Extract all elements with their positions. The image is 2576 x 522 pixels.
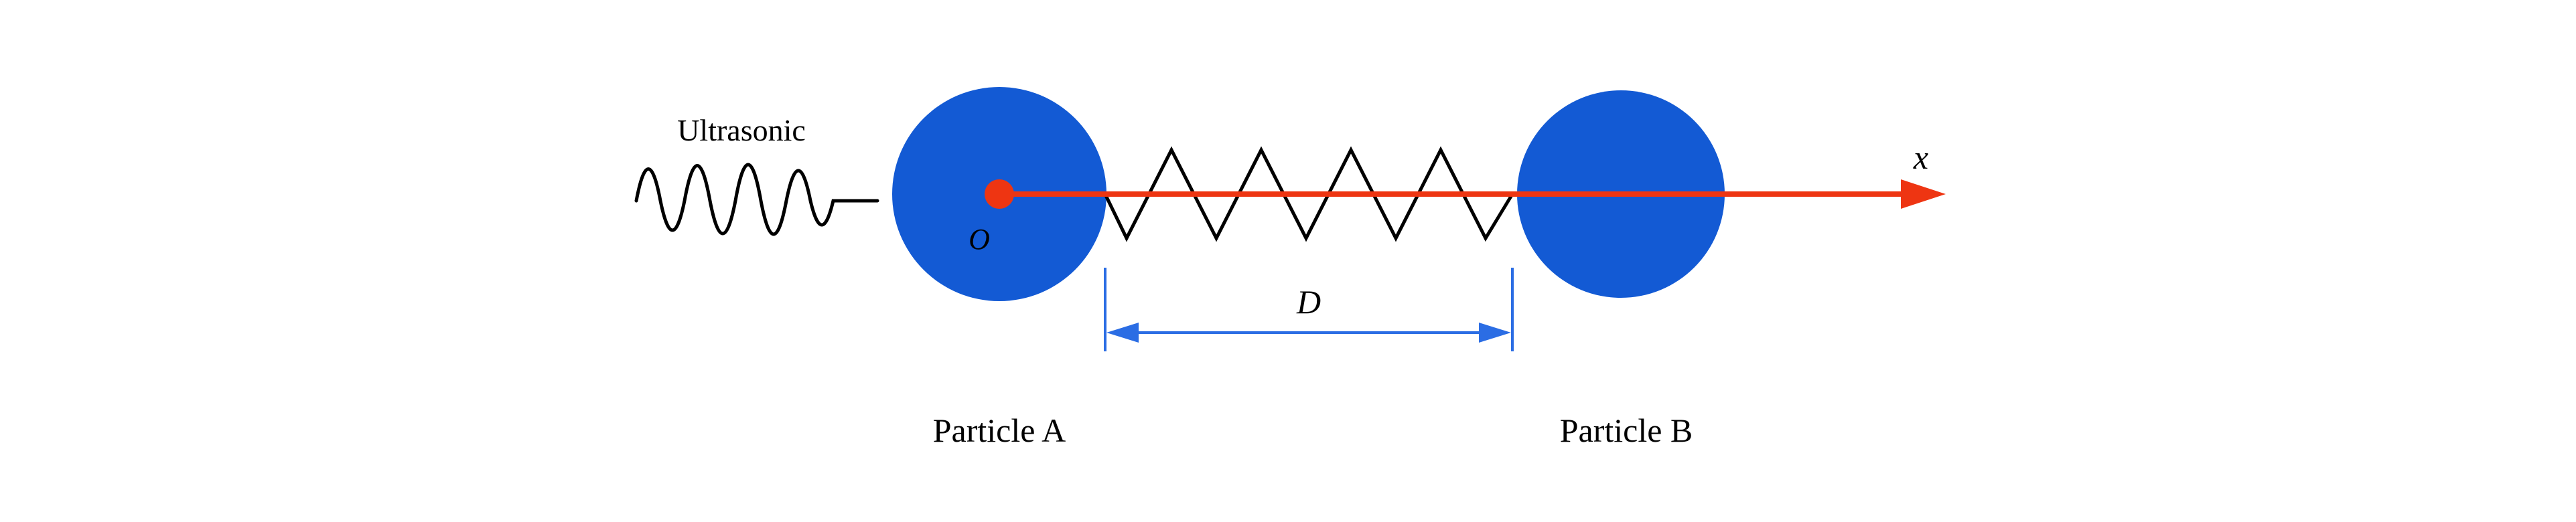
origin-label: O <box>969 223 990 256</box>
origin-dot <box>985 179 1014 209</box>
particle-a-label: Particle A <box>933 412 1066 449</box>
ultrasonic-wave-icon <box>634 163 879 236</box>
dimension-arrowhead-right-icon <box>1479 323 1511 343</box>
particle-b-label: Particle B <box>1560 412 1693 449</box>
x-axis-arrowhead-icon <box>1901 179 1946 209</box>
dimension-arrowhead-left-icon <box>1106 323 1139 343</box>
spring-icon <box>1103 146 1514 242</box>
x-axis-label: x <box>1913 139 1928 176</box>
distance-label: D <box>1296 283 1321 321</box>
ultrasonic-label: Ultrasonic <box>677 113 806 147</box>
